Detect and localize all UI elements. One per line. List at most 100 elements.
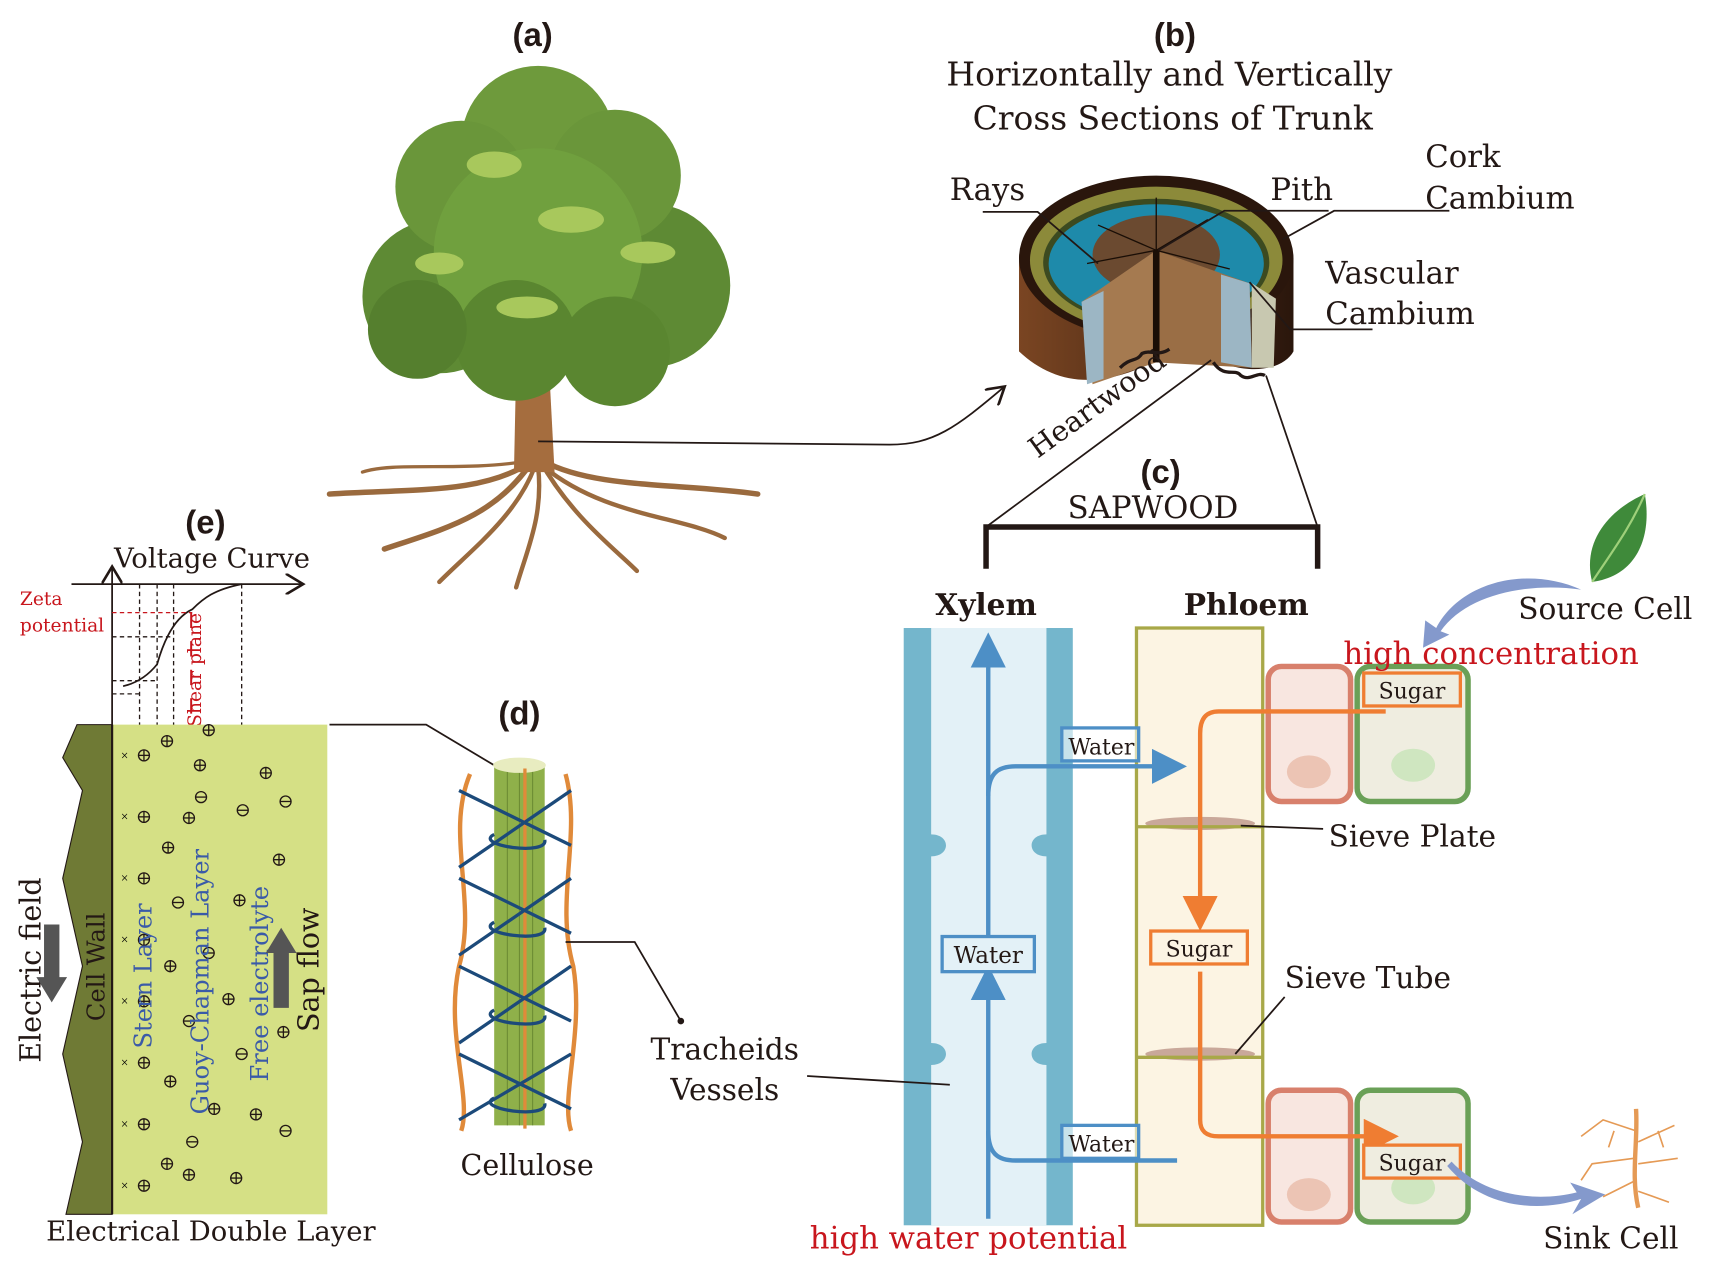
phloem-label: Phloem — [1184, 587, 1309, 622]
negative-charge-icon — [171, 896, 185, 909]
roots-icon — [1580, 1108, 1678, 1209]
positive-charge-icon — [193, 759, 207, 772]
positive-charge-icon — [249, 1108, 263, 1121]
xylem-label: Xylem — [935, 587, 1037, 622]
voltage-curve-line — [122, 583, 242, 688]
tracheids-label: Tracheids — [651, 1031, 799, 1066]
vessels-label: Vessels — [669, 1072, 779, 1107]
positive-charge-icon — [137, 749, 151, 762]
vascular-cambium-label-line2: Cambium — [1325, 296, 1474, 332]
water-flow-arrows — [970, 632, 1187, 1219]
positive-charge-icon — [272, 853, 286, 866]
positive-charge-icon — [259, 766, 272, 780]
negative-charge-icon — [202, 946, 215, 960]
positive-charge-icon — [137, 1118, 151, 1131]
sugar-flow-arrows — [1182, 709, 1399, 1154]
sink-curved-arrow — [1447, 1161, 1606, 1215]
panel-a-label: (a) — [512, 16, 552, 53]
positive-charge-icon — [137, 1179, 151, 1192]
negative-surface-charge-icon: × — [121, 1055, 128, 1070]
panel-b-label: (b) — [1154, 16, 1196, 53]
panel-d-cellulose: (d) Cellulose — [329, 695, 685, 1182]
negative-surface-charge-icon: × — [121, 1117, 128, 1132]
positive-charge-icon — [230, 1171, 243, 1185]
guoy-chapman-label: Guoy-Chapman Layer — [187, 849, 215, 1115]
panel-e-label: (e) — [185, 504, 225, 541]
rays-label: Rays — [950, 172, 1025, 208]
panel-b-title-line1: Horizontally and Vertically — [946, 55, 1392, 94]
negative-surface-charge-icon: × — [121, 932, 128, 947]
positive-charge-icon — [208, 1102, 221, 1116]
companion-cells — [1265, 663, 1471, 1225]
negative-charge-icon — [235, 1047, 248, 1061]
positive-charge-icon — [137, 933, 151, 946]
zeta-label-line2: potential — [20, 615, 104, 636]
cellulose-helix — [458, 789, 572, 1122]
edl-label: Electrical Double Layer — [46, 1217, 376, 1248]
panel-c-label: (c) — [1140, 453, 1180, 490]
negative-charge-icon — [186, 1135, 199, 1148]
sieve-tube-label: Sieve Tube — [1285, 960, 1451, 995]
negative-surface-charge-icon: × — [121, 809, 128, 824]
sap-flow-label: Sap flow — [293, 907, 326, 1032]
stern-layer-label: Stern Layer — [130, 903, 158, 1049]
sugar-box-middle: Sugar — [1149, 929, 1250, 966]
positive-charge-icon — [137, 872, 151, 885]
free-electrolyte-label: Free electrolyte — [246, 886, 274, 1081]
tree-to-trunk-arrow — [538, 386, 1005, 446]
positive-charge-icon — [202, 723, 215, 737]
negative-charge-icon — [236, 804, 249, 817]
positive-charge-icon — [137, 995, 151, 1008]
positive-charge-icon — [160, 734, 174, 748]
positive-charge-icon — [164, 1075, 177, 1088]
voltage-curve-label: Voltage Curve — [113, 544, 310, 575]
water-box-bottom: Water — [1060, 1123, 1141, 1160]
negative-charge-icon — [279, 1124, 292, 1138]
panel-b-title-line2: Cross Sections of Trunk — [973, 99, 1374, 138]
positive-charge-icon — [233, 894, 246, 907]
leaf-icon — [1589, 493, 1647, 583]
negative-surface-charge-icon: × — [121, 871, 128, 886]
source-curved-arrow — [1423, 578, 1582, 648]
sap-flow-arrow-icon — [265, 927, 297, 1008]
tree-canopy — [362, 65, 731, 407]
sink-cell-label: Sink Cell — [1543, 1220, 1678, 1255]
water-box-top: Water — [1060, 726, 1141, 763]
positive-charge-icon — [137, 810, 151, 824]
negative-surface-charge-icon: × — [121, 1178, 128, 1193]
cellulose-label: Cellulose — [461, 1149, 594, 1182]
sugar-label-top: Sugar — [1379, 679, 1446, 704]
cell-wall-label: Cell Wall — [82, 913, 110, 1021]
sugar-label-middle: Sugar — [1166, 937, 1233, 962]
pith-label: Pith — [1270, 172, 1333, 208]
negative-surface-charge-icon: × — [121, 994, 128, 1009]
positive-charge-icon — [161, 841, 175, 854]
sapwood-label: SAPWOOD — [1068, 490, 1239, 526]
negative-charge-icon — [194, 790, 208, 804]
panel-a-tree: (a) — [326, 16, 1005, 590]
positive-charge-icon — [160, 1157, 174, 1170]
sugar-label-bottom: Sugar — [1379, 1151, 1446, 1176]
sieve-plate-label: Sieve Plate — [1329, 818, 1497, 853]
tree-roots — [326, 458, 761, 590]
water-label-top: Water — [1068, 735, 1135, 760]
cork-cambium-label-line2: Cambium — [1425, 181, 1574, 217]
high-concentration-label: high concentration — [1343, 636, 1638, 672]
panel-c-vascular-transport: (c) SAPWOOD Xylem Phloem — [651, 453, 1693, 1256]
positive-charge-icon — [137, 1056, 151, 1069]
negative-surface-charge-icon: × — [121, 748, 128, 763]
electric-field-label: Electric field — [15, 877, 48, 1062]
sapwood-bracket — [983, 524, 1321, 569]
positive-charge-icon — [164, 960, 177, 973]
water-box-middle: Water — [940, 934, 1037, 974]
shear-plane-label: Shear plane — [185, 613, 206, 727]
sugar-box-top: Sugar — [1362, 671, 1463, 708]
panel-e-electrical-double-layer: (e) Voltage Curve Zeta potential Shear p… — [15, 504, 377, 1248]
panel-b-trunk-section: (b) Horizontally and Vertically Cross Se… — [946, 16, 1575, 528]
sugar-box-bottom: Sugar — [1362, 1143, 1463, 1180]
positive-charge-icon — [222, 992, 235, 1006]
cork-cambium-label-line1: Cork — [1425, 139, 1501, 175]
source-cell-label: Source Cell — [1518, 591, 1692, 626]
water-label-bottom: Water — [1068, 1133, 1135, 1158]
